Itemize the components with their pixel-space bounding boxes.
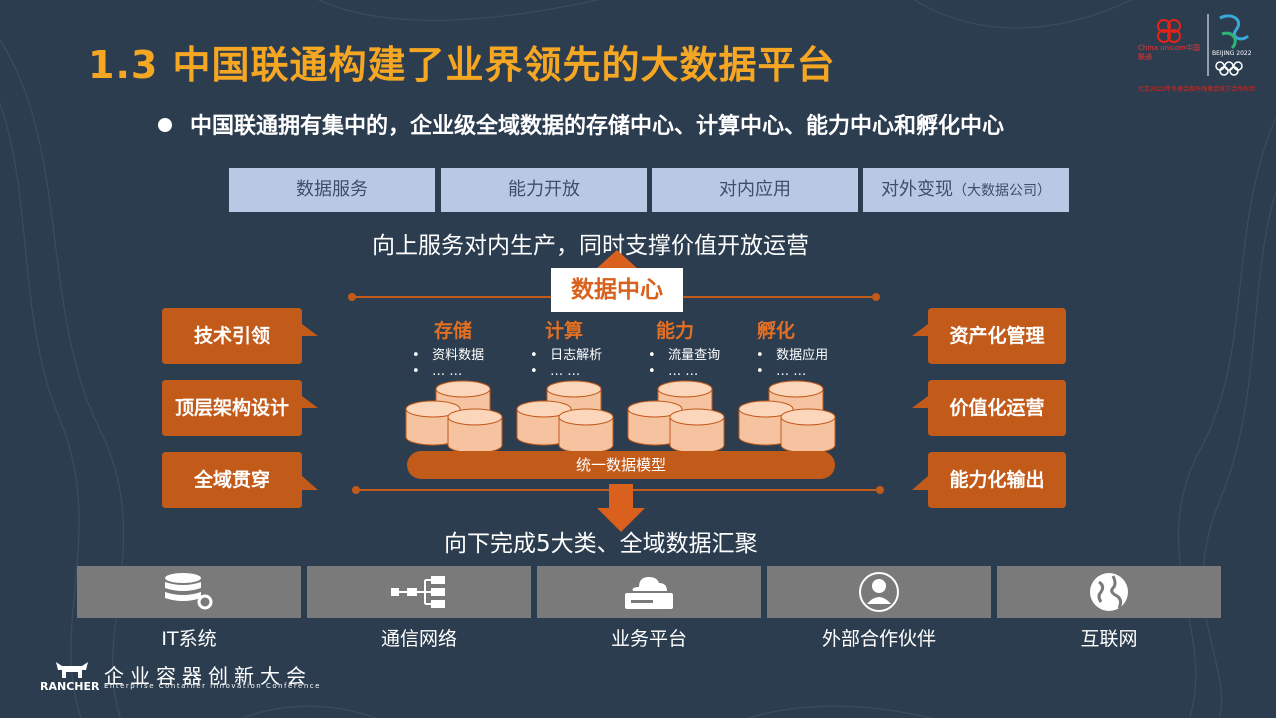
column-item-capability: • 流量查询 [648,348,721,363]
capability-db-icon [628,381,724,453]
source-label-business-platform: 业务平台 [610,628,687,650]
left-button-top-design: 顶层架构设计 [174,397,289,419]
unicom-name: China unicom中国联通 [1138,44,1200,61]
source-label-external-partner: 外部合作伙伴 [821,628,936,650]
conference-name-en: Enterprise Container Innovation Conferen… [104,682,321,690]
data-center-label: 数据中心 [551,268,683,312]
service-label: 对外变现 [881,179,953,200]
right-callout-shapes [912,308,1066,508]
column-item-incubation: • 数据应用 [756,348,829,363]
source-box-it-system [77,566,301,618]
column-title-capability: 能力 [656,320,695,342]
service-label: 数据服务 [296,179,368,200]
column-title-storage: 存储 [434,320,473,342]
bullet-text: 中国联通拥有集中的，企业级全域数据的存储中心、计算中心、能力中心和孵化中心 [190,114,1005,139]
column-item-text: 日志解析 [550,348,603,363]
left-button-full-domain: 全域贯穿 [193,469,270,491]
right-button-asset-mgmt: 资产化管理 [949,325,1045,347]
network-tree-icon [391,576,445,608]
column-title-incubation: 孵化 [757,320,796,342]
column-more-text: … … [668,364,699,379]
column-item-compute: • 日志解析 [530,348,603,363]
column-item-text: 流量查询 [668,348,721,363]
column-more-compute: • … … [530,364,581,379]
globe-icon [1090,573,1128,611]
compute-db-icon [517,381,613,453]
right-button-value-ops: 价值化运营 [949,397,1045,419]
incubation-db-icon [739,381,835,453]
conference-name-cn: 企业容器创新大会 [104,664,312,688]
left-button-tech-lead: 技术引领 [193,325,270,347]
column-more-incubation: • … … [756,364,807,379]
column-more-capability: • … … [648,364,699,379]
beijing-2022-text: BEIJING 2022 [1212,50,1252,57]
source-label-internet: 互联网 [1080,628,1138,650]
partner-user-icon [859,572,899,612]
sponsor-logos: China unicom中国联通 BEIJING 2022 北京2022年冬奥会… [1136,10,1256,94]
page-title: 1.3 中国联通构建了业界领先的大数据平台 [88,43,836,87]
service-box-capability-open: 能力开放 [441,168,647,212]
service-box-internal-app: 对内应用 [652,168,858,212]
source-box-telecom-network [307,566,531,618]
cloud-server-icon [625,577,673,609]
column-item-text: 数据应用 [776,348,829,363]
downward-text: 向下完成5大类、全域数据汇聚 [444,531,758,557]
service-box-external-monetize: 对外变现（大数据公司） [863,168,1069,212]
column-more-text: … … [776,364,807,379]
left-callout-shapes [162,308,318,508]
database-gear-icon [165,573,213,610]
source-label-telecom-network: 通信网络 [380,628,457,650]
source-box-business-platform [537,566,761,618]
unicom-knot-icon [1157,14,1250,76]
upward-text: 向上服务对内生产，同时支撑价值开放运营 [372,233,809,259]
column-title-compute: 计算 [545,320,584,342]
service-label: 对内应用 [719,179,791,200]
column-item-text: 资料数据 [432,348,485,363]
service-label: 能力开放 [508,179,580,200]
source-label-it-system: IT系统 [161,628,217,650]
bullet-dot-icon [158,118,172,132]
storage-db-icon [406,381,502,453]
rancher-cow-icon [56,662,88,678]
column-more-text: … … [432,364,463,379]
bullet-point: 中国联通拥有集中的，企业级全域数据的存储中心、计算中心、能力中心和孵化中心 [158,108,1004,140]
service-box-data-service: 数据服务 [229,168,435,212]
column-more-text: … … [550,364,581,379]
column-item-storage: • 资料数据 [412,348,485,363]
right-button-capability-out: 能力化输出 [949,469,1045,491]
service-note: （大数据公司） [953,183,1051,199]
unified-data-model-bar: 统一数据模型 [407,451,835,479]
column-more-storage: • … … [412,364,463,379]
rancher-brand: RANCHER [40,680,100,693]
source-box-internet [997,566,1221,618]
sponsor-text: 北京2022年冬奥会和冬残奥会官方合作伙伴 [1138,86,1256,93]
source-box-external-partner [767,566,991,618]
